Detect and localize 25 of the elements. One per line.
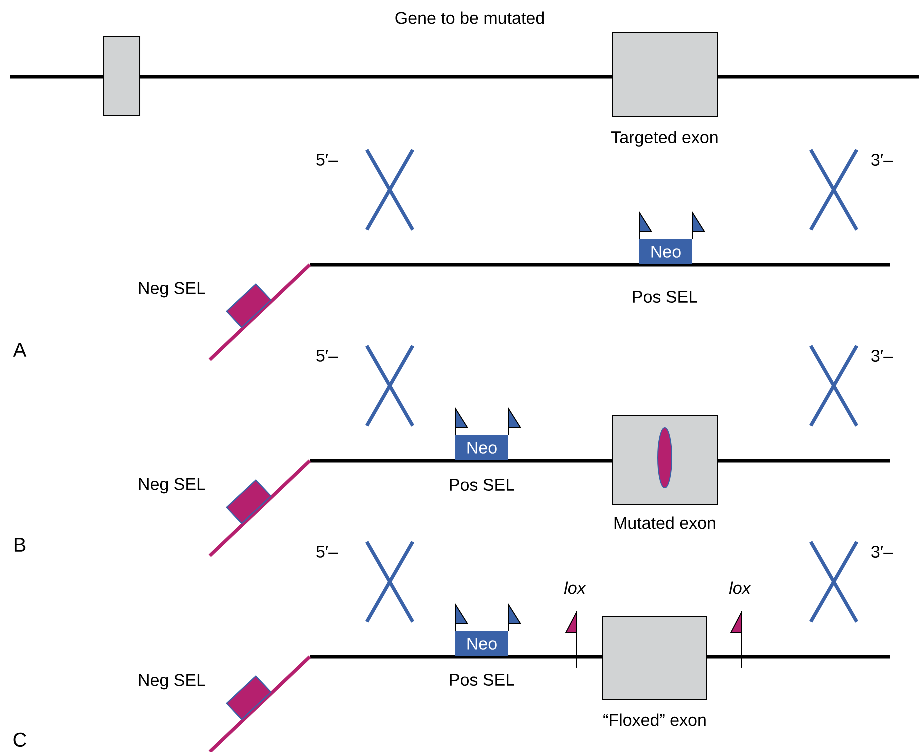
gene-title: Gene to be mutated	[396, 12, 544, 24]
end-label: 3′–	[872, 154, 894, 166]
neo-box: Neo	[456, 631, 508, 656]
panel-letter: A	[13, 343, 27, 357]
lox-label: lox	[729, 582, 752, 594]
end-label: 5′–	[316, 546, 338, 558]
node-label: “Floxed” exon	[604, 714, 706, 726]
lox-label: lox	[564, 582, 586, 594]
neo-box: Neo	[640, 240, 692, 264]
end-label: 3′–	[872, 350, 894, 362]
panel-letter: B	[14, 538, 26, 552]
node-label: Neg SEL	[139, 674, 206, 690]
exon-box	[104, 36, 140, 116]
node-label: Pos SEL	[450, 674, 514, 686]
neo-box: Neo	[456, 435, 508, 460]
node-label: Targeted exon	[612, 131, 718, 147]
end-label: 3′–	[872, 546, 894, 558]
end-label: 5′–	[316, 350, 338, 362]
node-label: Mutated exon	[614, 516, 716, 530]
panel-letter: C	[14, 732, 26, 748]
node-label: Neg SEL	[139, 478, 206, 494]
end-label: 5′–	[316, 154, 338, 166]
node-label: Pos SEL	[450, 478, 514, 491]
node-label: Neg SEL	[139, 282, 206, 298]
node-label: Pos SEL	[633, 290, 698, 303]
